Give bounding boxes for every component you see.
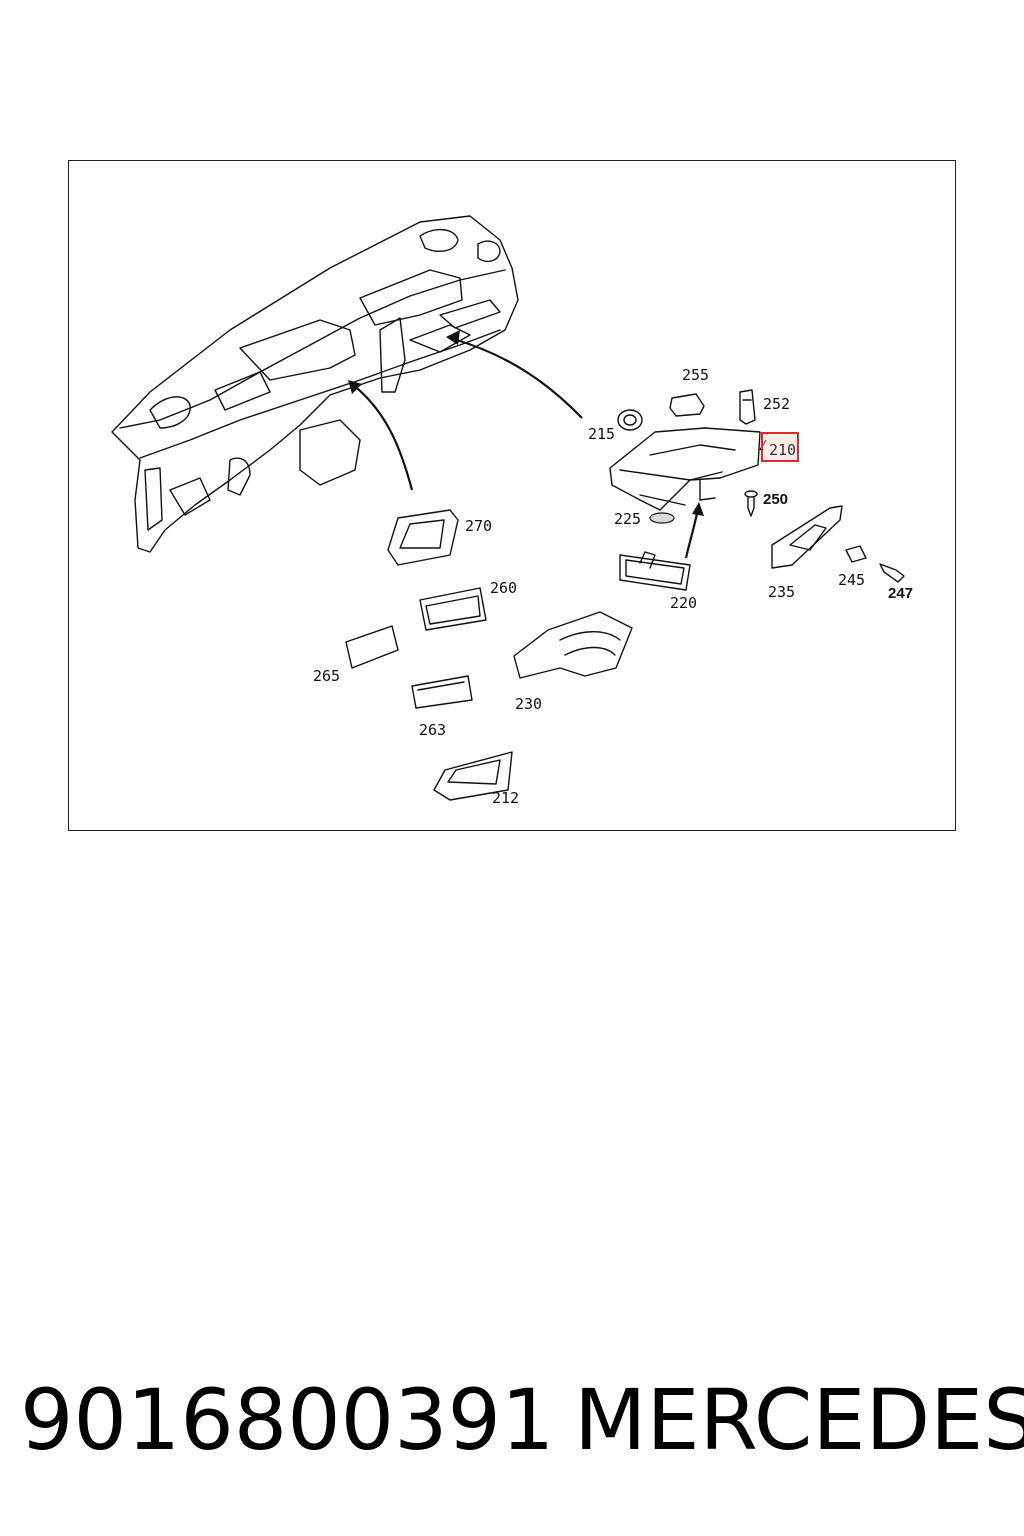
part-247-bolt xyxy=(879,563,905,583)
part-270-vent xyxy=(387,509,459,566)
assembly-arrows xyxy=(348,330,767,559)
label-215: 215 xyxy=(588,425,615,443)
caption: 9016800391 MERCEDES xyxy=(0,1370,1024,1470)
label-250: 250 xyxy=(763,491,788,508)
label-245: 245 xyxy=(838,571,865,589)
label-265: 265 xyxy=(313,667,340,685)
part-260-tray xyxy=(419,587,487,631)
label-252: 252 xyxy=(763,395,790,413)
part-230-air-duct xyxy=(513,611,633,679)
label-212: 212 xyxy=(492,789,519,807)
label-210: 210 xyxy=(769,441,796,459)
diagram-frame xyxy=(68,160,956,831)
label-263: 263 xyxy=(419,721,446,739)
label-270: 270 xyxy=(465,517,492,535)
label-235: 235 xyxy=(768,583,795,601)
label-225: 225 xyxy=(614,510,641,528)
part-210-glove-box xyxy=(609,427,761,511)
part-212-vent xyxy=(433,751,513,801)
part-255-cap xyxy=(669,393,705,417)
part-263-tray xyxy=(411,675,473,709)
part-265-pad xyxy=(345,625,399,669)
dashboard-assembly xyxy=(111,215,519,553)
label-260: 260 xyxy=(490,579,517,597)
highlight-box-210 xyxy=(761,432,799,462)
part-215-grommet xyxy=(617,409,643,431)
label-247: 247 xyxy=(888,585,913,602)
part-220-lock-frame xyxy=(619,551,691,591)
label-220: 220 xyxy=(670,594,697,612)
part-225-lamp xyxy=(649,512,675,524)
part-245-latch xyxy=(845,545,867,563)
brand-name: MERCEDES xyxy=(574,1371,1024,1469)
part-250-screw xyxy=(744,490,758,517)
part-number: 9016800391 xyxy=(20,1371,555,1469)
part-252-clip xyxy=(739,389,756,425)
part-235-handle xyxy=(771,505,843,569)
label-255: 255 xyxy=(682,366,709,384)
label-230: 230 xyxy=(515,695,542,713)
